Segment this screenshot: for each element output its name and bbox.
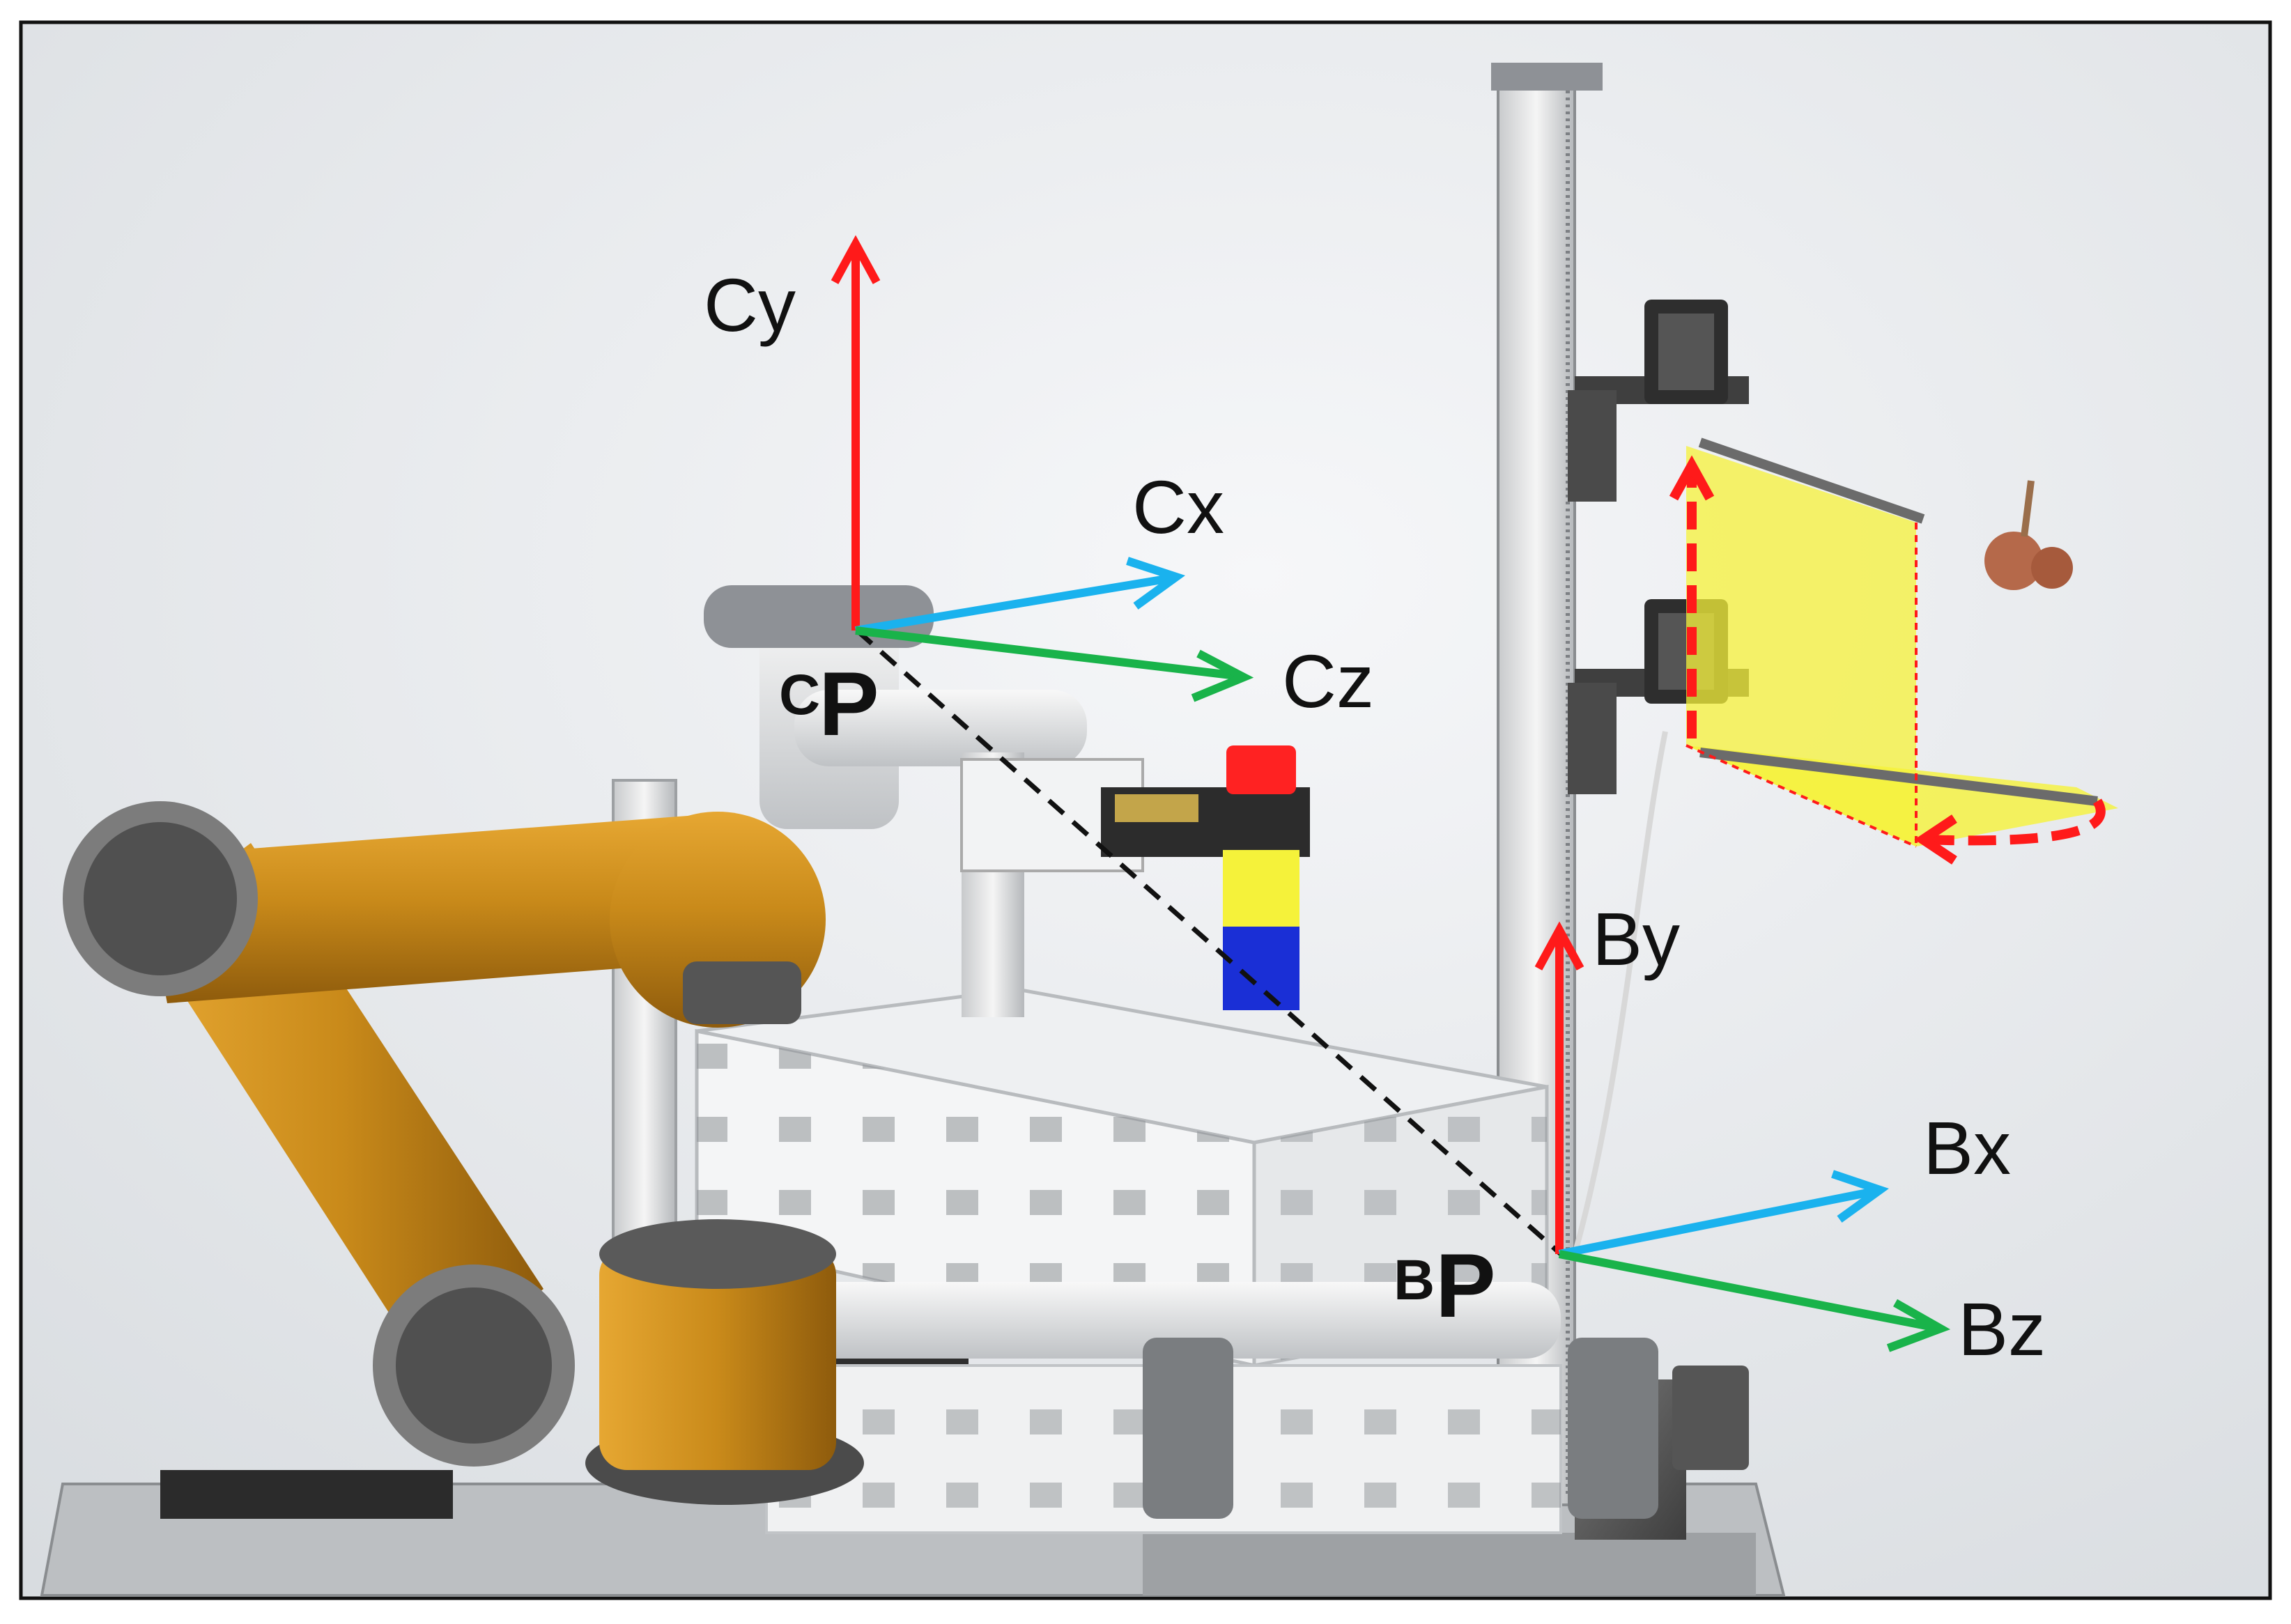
base-z-label: Bz — [1958, 1287, 2046, 1371]
base-frame-superscript: B — [1394, 1248, 1435, 1312]
base-y-arrowhead — [1534, 921, 1584, 970]
calibration-target-icon — [1669, 438, 2118, 865]
base-z-arrowhead — [1886, 1299, 1951, 1352]
transform-line — [855, 628, 1563, 1256]
base-y-label: By — [1592, 897, 1680, 981]
target-object-icon — [1984, 480, 2073, 590]
camera-z-label: Cz — [1282, 639, 1374, 723]
base-frame-origin: P — [1435, 1235, 1496, 1336]
base-x-arrowhead — [1831, 1170, 1889, 1223]
robot-arm-icon — [63, 585, 1144, 1505]
camera-z-axis — [855, 626, 1237, 680]
camera-x-axis — [855, 574, 1171, 635]
camera-y-arrowhead — [831, 235, 881, 284]
camera-z-arrowhead — [1191, 649, 1254, 702]
camera-x-arrowhead — [1126, 557, 1186, 610]
base-z-axis — [1558, 1250, 1935, 1331]
basket-icon — [695, 987, 1749, 1534]
camera-frame-origin: P — [819, 653, 879, 755]
gripper-icon — [1101, 745, 1310, 1010]
camera-frame — [831, 235, 1254, 702]
base-x-label: Bx — [1923, 1106, 2011, 1190]
camera-frame-superscript: C — [779, 663, 820, 727]
camera-x-label: Cx — [1132, 465, 1224, 549]
base-x-axis — [1558, 1187, 1876, 1258]
base-frame — [1534, 921, 1951, 1352]
camera-y-label: Cy — [704, 263, 796, 347]
